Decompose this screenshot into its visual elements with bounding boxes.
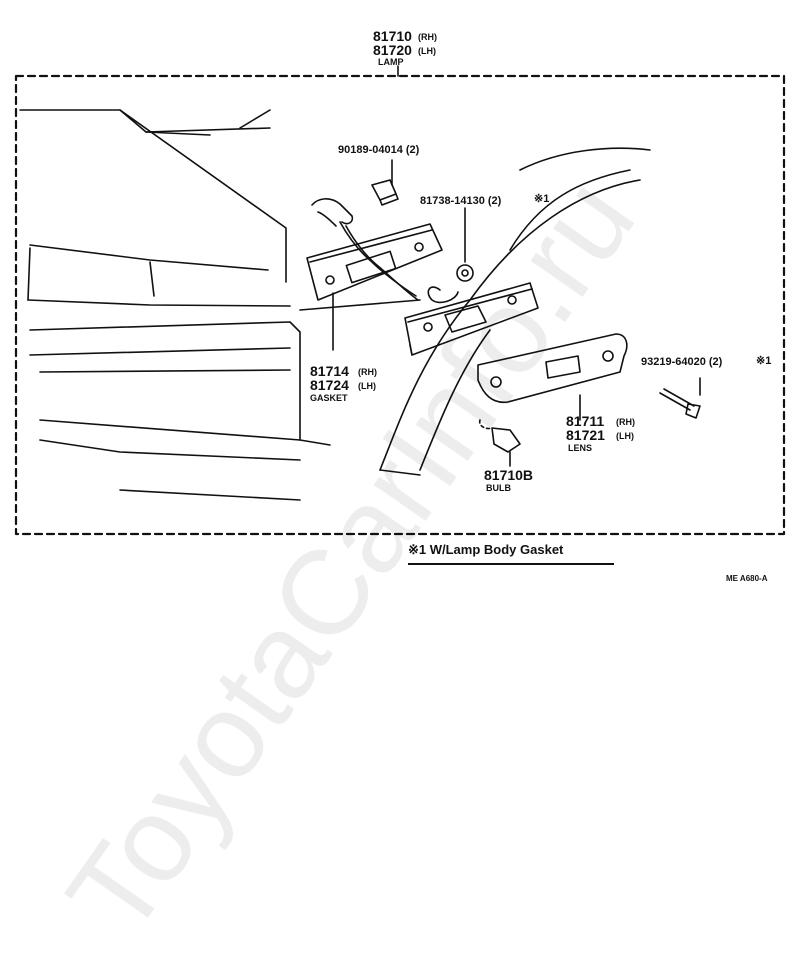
lens-part-lh: 81721	[566, 427, 605, 443]
diagram-reference: ME A680-A	[726, 574, 768, 583]
gasket-rh-tag: (RH)	[358, 367, 377, 377]
lamp-body-part	[404, 282, 539, 356]
screw-part	[659, 377, 701, 419]
lens-rh-tag: (RH)	[616, 417, 635, 427]
bulb-part	[478, 419, 521, 467]
footnote-text: ※1 W/Lamp Body Gasket	[408, 542, 564, 557]
lamp-lh-tag: (LH)	[418, 46, 436, 56]
lamp-rh-tag: (RH)	[418, 32, 437, 42]
gasket-part-rh: 81714	[310, 363, 349, 379]
lens-part	[477, 333, 628, 421]
bulb-name: BULB	[486, 483, 511, 493]
exploded-parts-diagram	[14, 65, 786, 536]
screw-part-label: 93219-64020 (2)	[641, 356, 723, 368]
clip-part-label: 90189-04014 (2)	[338, 144, 420, 156]
bulb-part: 81710B	[484, 467, 534, 483]
nut-part-label: 81738-14130 (2)	[420, 195, 502, 207]
clip-part	[371, 159, 399, 206]
lamp-part-rh: 81710	[373, 28, 412, 44]
screw-note-mark: ※1	[756, 355, 772, 367]
gasket-lh-tag: (LH)	[358, 381, 376, 391]
assembly-boundary	[14, 74, 786, 536]
gasket-part	[306, 223, 443, 351]
lens-part-rh: 81711	[566, 413, 605, 429]
lens-name: LENS	[568, 443, 593, 453]
nut-part	[456, 207, 474, 282]
nut-note-mark: ※1	[534, 193, 550, 205]
vehicle-body-outline	[19, 109, 651, 501]
gasket-part-lh: 81724	[310, 377, 349, 393]
gasket-name: GASKET	[310, 393, 348, 403]
lamp-name: LAMP	[378, 57, 404, 67]
socket-wire	[311, 198, 459, 304]
lens-lh-tag: (LH)	[616, 431, 634, 441]
footnote: ※1 W/Lamp Body Gasket	[408, 541, 614, 565]
lamp-part-lh: 81720	[373, 42, 412, 58]
